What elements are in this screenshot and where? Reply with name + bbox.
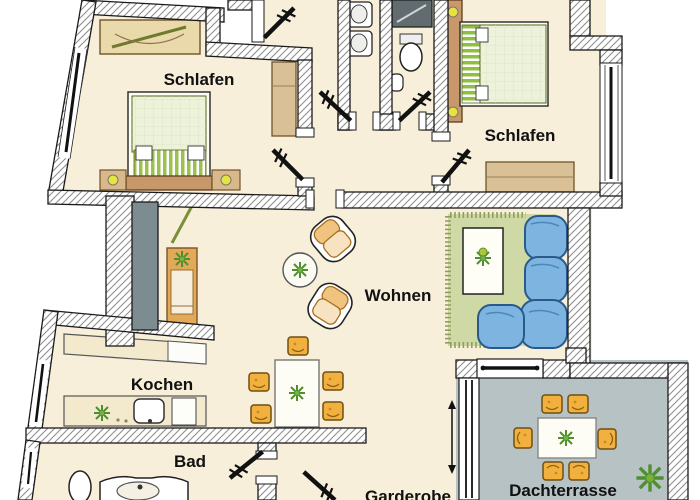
window-kitchen (29, 359, 50, 427)
plant-icon (557, 429, 575, 447)
toilet (399, 42, 423, 72)
wc-furniture (389, 0, 433, 92)
window-terrace (476, 358, 544, 379)
window-bedroom-right (599, 62, 623, 184)
terrace-chair (567, 394, 589, 414)
walls (17, 0, 689, 500)
bath-bottom-furniture (68, 470, 189, 500)
dining-chair (322, 371, 344, 391)
kitchen-sink (133, 398, 165, 424)
bed-left (125, 91, 213, 191)
living-furniture (166, 203, 568, 349)
lamp (447, 6, 459, 18)
windows (21, 46, 623, 500)
terrace-plant (634, 462, 666, 494)
terrace-chair (542, 461, 564, 481)
room-labels: Schlafen Schlafen Wohnen Kochen Bad Gard… (131, 70, 617, 500)
terrace-chair (597, 428, 617, 450)
sofa (477, 215, 568, 349)
bath-top-furniture (345, 1, 373, 57)
label-living-room: Wohnen (365, 286, 432, 305)
dining-chair (287, 336, 309, 356)
kitchen-furniture (63, 333, 207, 427)
plant-cabinet (166, 247, 198, 326)
label-roof-terrace: Dachterrasse (509, 481, 617, 500)
label-bathroom: Bad (174, 452, 206, 471)
dining-chair (322, 401, 344, 421)
label-cloakroom: Garderobe (365, 487, 451, 500)
window-bedroom-left (57, 46, 88, 160)
label-bedroom-left: Schlafen (164, 70, 235, 89)
dining-chair (248, 372, 270, 392)
label-bedroom-right: Schlafen (485, 126, 556, 145)
dining-chair (250, 404, 272, 424)
bedroom-right-furniture (443, 0, 575, 193)
chimney (131, 201, 159, 331)
sliding-door-terrace (448, 377, 480, 500)
toilet (68, 470, 92, 500)
terrace-chair (568, 461, 590, 481)
bed-right (459, 21, 549, 107)
plant-icon (291, 261, 309, 279)
bedroom-left-furniture (99, 19, 297, 191)
terrace-chair (513, 427, 533, 449)
lamp (220, 174, 232, 186)
appliance (171, 397, 197, 426)
terrace-furniture (513, 394, 666, 494)
lamp (107, 174, 119, 186)
terrace-chair (541, 394, 563, 414)
plant-icon (93, 404, 111, 422)
tall-cabinet (271, 61, 297, 137)
decor-line (170, 203, 195, 244)
plant-icon (288, 384, 306, 402)
headboard (125, 175, 213, 191)
plant-icon (173, 250, 191, 268)
window-bath (21, 447, 38, 489)
label-kitchen: Kochen (131, 375, 193, 394)
wardrobe-rail (111, 25, 187, 49)
lamp (447, 106, 459, 118)
dining-set (248, 336, 344, 428)
